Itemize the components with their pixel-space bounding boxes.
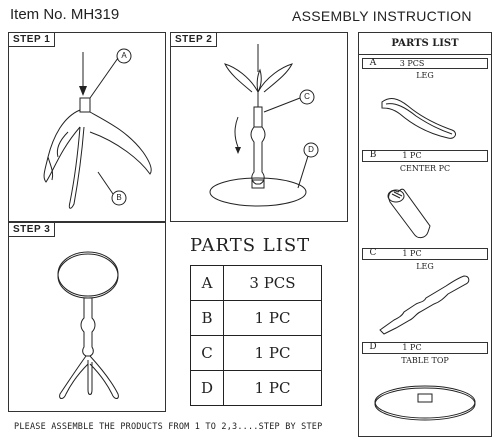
callout-a-circle — [116, 48, 132, 64]
callout-c: C — [304, 92, 310, 101]
part-letter: A — [190, 265, 224, 301]
side-part-name: CENTER PC — [399, 164, 451, 173]
step-2-diagram — [209, 44, 319, 207]
step-1-panel — [8, 32, 166, 222]
column-illustration — [379, 275, 470, 335]
side-part-name: TABLE TOP — [401, 356, 449, 365]
side-parts-title: PARTS LIST — [391, 38, 459, 49]
callout-a: A — [121, 51, 127, 60]
step-2-panel — [170, 32, 348, 222]
side-part-qty: 1 PC — [402, 343, 422, 352]
side-part-letter: D — [369, 342, 377, 352]
table-row: C 1 PC — [190, 335, 322, 371]
part-letter: C — [190, 335, 224, 371]
side-part-d-row — [362, 342, 488, 354]
item-number: Item No. MH319 — [10, 6, 120, 23]
part-qty: 1 PC — [223, 370, 322, 406]
step-3-diagram — [57, 251, 119, 399]
side-part-qty: 1 PC — [402, 151, 422, 160]
part-letter: D — [190, 370, 224, 406]
table-row: B 1 PC — [190, 300, 322, 336]
side-part-a-row — [362, 58, 488, 69]
arrow-down-icon — [79, 86, 87, 96]
side-part-name: LEG — [416, 71, 434, 80]
callout-b: B — [116, 193, 122, 202]
side-part-c-row — [362, 248, 488, 260]
step-1-diagram — [43, 48, 152, 209]
side-parts-panel — [358, 32, 492, 437]
side-part-letter: B — [369, 150, 377, 160]
leg-a-illustration — [381, 98, 456, 139]
side-part-name: LEG — [416, 262, 434, 271]
step-1-label: STEP 1 — [8, 32, 56, 47]
step-3-panel — [8, 222, 166, 412]
step-2-label: STEP 2 — [170, 32, 218, 47]
step-3-label: STEP 3 — [8, 222, 56, 237]
table-row: A 3 PCS — [190, 265, 322, 301]
table-row: D 1 PC — [190, 370, 322, 406]
part-letter: B — [190, 300, 224, 336]
center-piece-illustration — [387, 188, 431, 239]
part-qty: 1 PC — [223, 300, 322, 336]
callout-d: D — [308, 145, 314, 154]
part-qty: 3 PCS — [223, 265, 322, 301]
side-part-qty: 3 PCS — [399, 59, 425, 68]
side-part-b-row — [362, 150, 488, 162]
part-qty: 1 PC — [223, 335, 322, 371]
rotate-arrow-icon — [235, 147, 241, 154]
footer-instruction: PLEASE ASSEMBLE THE PRODUCTS FROM 1 TO 2… — [14, 422, 323, 432]
side-part-letter: A — [369, 58, 377, 68]
callout-c-circle — [299, 89, 315, 105]
page-title: ASSEMBLY INSTRUCTION — [292, 8, 472, 24]
table-top-illustration — [374, 385, 476, 421]
callout-b-circle — [111, 190, 127, 206]
parts-list-title: PARTS LIST — [190, 235, 311, 256]
side-part-qty: 1 PC — [402, 249, 422, 258]
side-part-letter: C — [369, 248, 377, 258]
callout-d-circle — [303, 142, 319, 158]
parts-table: A 3 PCS B 1 PC C 1 PC D 1 PC — [190, 265, 322, 406]
